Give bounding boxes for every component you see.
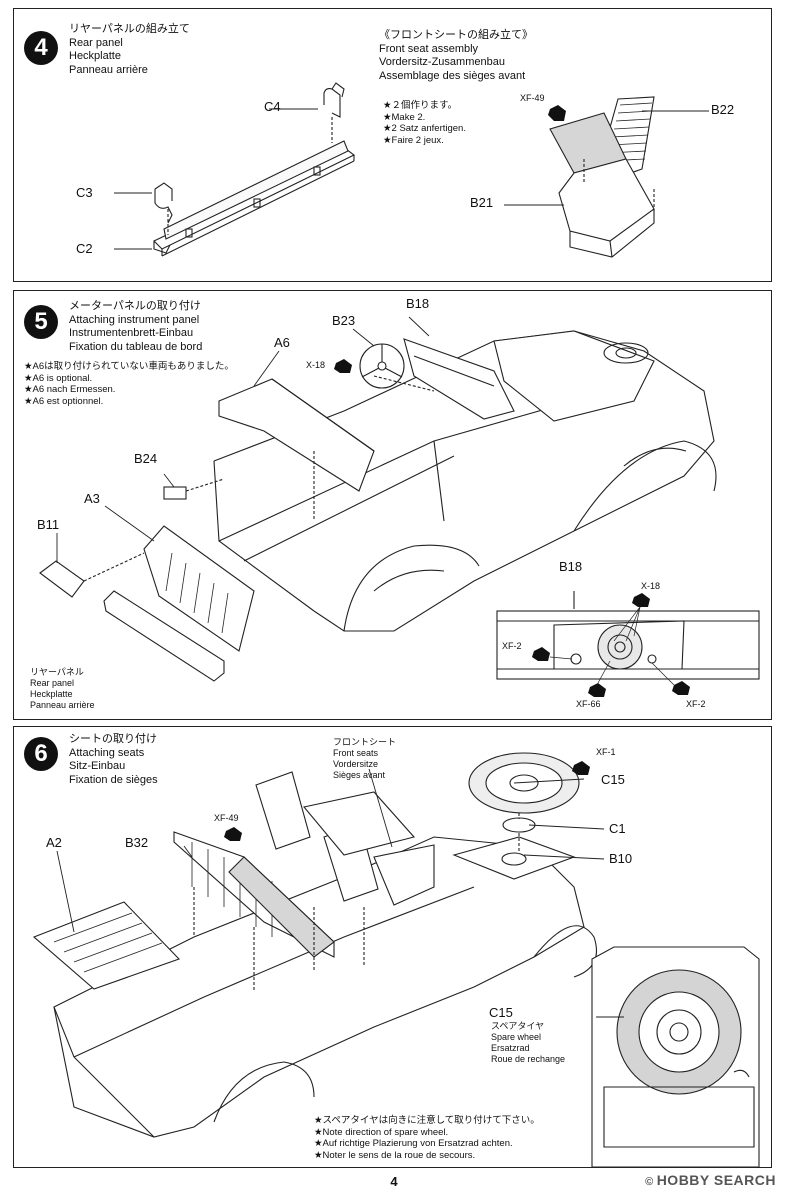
part-label: B18	[406, 296, 430, 311]
step6-panel: 6 シートの取り付け Attaching seats Sitz-Einbau F…	[13, 726, 772, 1168]
title-jp: シートの取り付け	[69, 733, 157, 745]
note-line: ★A6 est optionnel.	[24, 395, 104, 407]
note-line: ★Faire 2 jeux.	[383, 134, 444, 146]
title-en: Rear panel	[69, 36, 123, 49]
paint-label: XF-49	[214, 813, 239, 823]
caption-line: Vordersitze	[333, 759, 379, 769]
caption-line: Roue de rechange	[491, 1054, 566, 1064]
title-jp: メーターパネルの取り付け	[69, 300, 201, 312]
title-de: Instrumentenbrett-Einbau	[69, 327, 194, 339]
title-fr: Assemblage des sièges avant	[379, 69, 526, 82]
watermark-brand: HOBBY SEARCH	[656, 1172, 776, 1188]
title-de: Heckplatte	[69, 50, 121, 62]
part-label: A6	[274, 335, 290, 350]
paint-label: XF-2	[686, 699, 706, 709]
detail-title: B18	[559, 559, 583, 574]
caption-line: Sièges avant	[333, 770, 386, 780]
caption-line: スペアタイヤ	[491, 1021, 545, 1031]
caption-line: Panneau arrière	[30, 700, 95, 710]
part-label: B11	[37, 517, 60, 532]
rear-panel-drawing	[114, 82, 709, 258]
part-label: B22	[711, 102, 735, 117]
title-fr: Fixation de sièges	[69, 773, 158, 786]
note-line: ★Make 2.	[383, 111, 426, 123]
rear-panel-caption: リヤーパネル Rear panel Heckplatte Panneau arr…	[30, 667, 95, 711]
note-line: ★A6は取り付けられていない車両もありました。	[24, 361, 234, 372]
note-line: ★A6 is optional.	[24, 372, 93, 384]
caption-line: リヤーパネル	[30, 667, 84, 677]
step4-panel: 4 リヤーパネルの組み立て Rear panel Heckplatte Pann…	[13, 8, 772, 282]
title-fr: Panneau arrière	[69, 63, 148, 76]
caption-line: Front seats	[333, 748, 379, 758]
step4-title: リヤーパネルの組み立て Rear panel Heckplatte Pannea…	[69, 23, 190, 77]
front-seat-notes: ★２個作ります。 ★Make 2. ★2 Satz anfertigen. ★F…	[383, 100, 466, 146]
seats-and-spare-drawing	[32, 752, 760, 1168]
paint-label: XF-2	[502, 641, 522, 651]
part-label: A2	[46, 835, 62, 850]
paint-label: X-18	[306, 360, 326, 370]
caption-line: Ersatzrad	[491, 1043, 530, 1053]
note-line: ★Noter le sens de la roue de secours.	[314, 1149, 476, 1161]
paint-label: XF-1	[596, 747, 616, 757]
note-line: ★A6 nach Ermessen.	[24, 384, 116, 395]
step5-title: メーターパネルの取り付け Attaching instrument panel …	[69, 300, 202, 354]
title-de: Sitz-Einbau	[69, 760, 126, 772]
vehicle-body-drawing	[39, 316, 760, 697]
part-label: B21	[470, 195, 494, 210]
caption-line: Heckplatte	[30, 689, 73, 699]
step6-notes: ★スペアタイヤは向きに注意して取り付けて下さい。 ★Note direction…	[314, 1115, 540, 1161]
watermark: ©HOBBY SEARCH	[645, 1172, 776, 1188]
step5-panel: 5 メーターパネルの取り付け Attaching instrument pane…	[13, 290, 772, 720]
note-line: ★２個作ります。	[383, 100, 458, 111]
title-jp: 《フロントシートの組み立て》	[379, 29, 533, 41]
part-label: B10	[609, 851, 633, 866]
paint-label: XF-66	[576, 699, 601, 709]
title-de: Vordersitz-Zusammenbau	[379, 56, 505, 68]
paint-label: XF-49	[520, 93, 545, 103]
part-label: C15	[601, 772, 625, 787]
caption-line: フロントシート	[333, 737, 397, 747]
part-label: B24	[134, 451, 158, 466]
note-line: ★Note direction of spare wheel.	[314, 1126, 449, 1138]
note-line: ★スペアタイヤは向きに注意して取り付けて下さい。	[314, 1115, 540, 1126]
step5-notes: ★A6は取り付けられていない車両もありました。 ★A6 is optional.…	[24, 361, 234, 407]
caption-line: Rear panel	[30, 678, 75, 688]
part-label: C4	[264, 99, 281, 114]
spare-caption: スペアタイヤ Spare wheel Ersatzrad Roue de rec…	[491, 1021, 565, 1065]
note-line: ★2 Satz anfertigen.	[383, 123, 466, 134]
title-en: Front seat assembly	[379, 42, 479, 55]
paint-label: X-18	[641, 581, 661, 591]
caption-line: Spare wheel	[491, 1032, 542, 1042]
note-line: ★Auf richtige Plazierung von Ersatzrad a…	[314, 1138, 513, 1149]
title-jp: リヤーパネルの組み立て	[69, 23, 190, 35]
part-label: C3	[76, 185, 93, 200]
part-label: B32	[125, 835, 149, 850]
front-seats-caption: フロントシート Front seats Vordersitze Sièges a…	[333, 737, 396, 781]
title-en: Attaching seats	[69, 746, 145, 759]
part-label: C2	[76, 241, 93, 256]
part-label: B23	[332, 313, 356, 328]
step6-title: シートの取り付け Attaching seats Sitz-Einbau Fix…	[69, 733, 158, 787]
title-fr: Fixation du tableau de bord	[69, 340, 203, 353]
part-label: A3	[84, 491, 100, 506]
title-en: Attaching instrument panel	[69, 313, 200, 326]
step-number-badge: 6	[24, 737, 58, 771]
step-number-badge: 4	[24, 31, 58, 65]
spare-part-label: C15	[489, 1005, 513, 1020]
step-number-badge: 5	[24, 305, 58, 339]
page-number: 4	[390, 1174, 398, 1189]
part-label: C1	[609, 821, 626, 836]
front-seat-title: 《フロントシートの組み立て》 Front seat assembly Vorde…	[379, 29, 533, 83]
copyright-mark: ©	[645, 1176, 654, 1188]
